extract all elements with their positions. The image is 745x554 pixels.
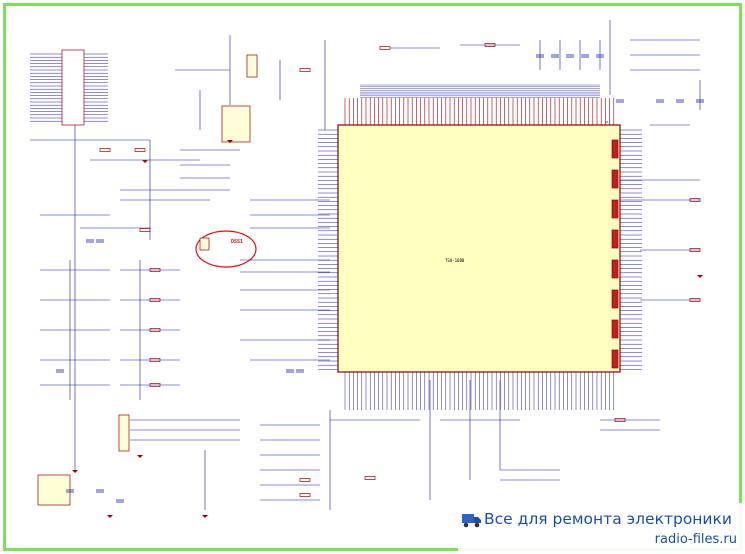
component-small	[246, 54, 258, 78]
ground-symbol	[142, 160, 148, 163]
sheet-frame	[3, 3, 742, 551]
resistor	[364, 476, 376, 480]
watermark-banner: Все для ремонта электроники radio-files.…	[458, 503, 745, 554]
pin-bar	[611, 349, 619, 369]
resistor	[689, 248, 701, 252]
main-ic-part-label: TSU-168B	[445, 258, 465, 263]
resistor	[134, 148, 146, 152]
pin-bar	[611, 229, 619, 249]
resistor	[299, 493, 311, 497]
watermark-url: radio-files.ru	[654, 532, 737, 547]
crystal	[199, 237, 210, 251]
resistor	[149, 268, 161, 272]
ground-symbol	[202, 515, 208, 518]
truck-icon	[462, 514, 481, 528]
pin-bar	[611, 199, 619, 219]
resistor	[149, 298, 161, 302]
resistor	[149, 383, 161, 387]
resistor	[484, 43, 496, 47]
resistor	[149, 358, 161, 362]
pin-bar	[611, 259, 619, 279]
resistor	[99, 148, 111, 152]
watermark-title: Все для ремонта электроники	[484, 510, 732, 528]
main-ic-body	[337, 124, 621, 373]
pin-bar	[611, 319, 619, 339]
ground-symbol	[227, 140, 233, 143]
connector-j1	[61, 49, 85, 126]
component-layer	[37, 43, 704, 518]
ground-symbol	[72, 470, 78, 473]
ic-u3	[37, 474, 71, 506]
resistor	[689, 198, 701, 202]
highlight-circle	[195, 230, 257, 268]
resistor	[149, 328, 161, 332]
pin-bar	[611, 169, 619, 189]
ground-symbol	[697, 275, 703, 278]
connector-j2	[118, 414, 130, 452]
main-ic-designator: U1	[605, 120, 609, 124]
resistor	[689, 298, 701, 302]
pin-bar	[611, 139, 619, 159]
resistor	[299, 478, 311, 482]
pin-bar	[611, 289, 619, 309]
resistor	[139, 228, 151, 232]
ground-symbol	[107, 515, 113, 518]
resistor	[379, 46, 391, 50]
ic-u2	[221, 105, 251, 143]
ground-symbol	[137, 455, 143, 458]
highlight-label: DSS1	[231, 239, 243, 245]
resistor	[614, 418, 626, 422]
resistor	[299, 68, 311, 72]
